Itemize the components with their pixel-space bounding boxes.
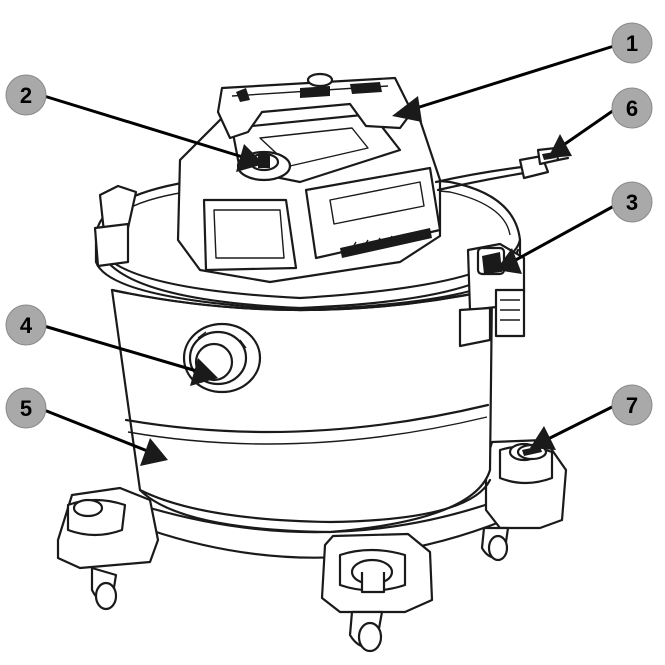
arrowhead-2: [236, 144, 264, 172]
pointer-arrows: [43, 44, 615, 466]
arrowhead-4: [190, 358, 218, 386]
arrowhead-6: [548, 134, 572, 158]
callout-label-4: 4: [20, 313, 33, 338]
badge-circle: [611, 384, 653, 426]
callout-label-6: 6: [626, 96, 638, 121]
callout-2: 2: [5, 74, 47, 116]
callout-6: 6: [611, 87, 653, 129]
badge-circle: [611, 87, 653, 129]
callout-4: 4: [5, 304, 47, 346]
callout-label-5: 5: [20, 396, 32, 421]
arrowhead-7: [530, 426, 556, 450]
callout-3: 3: [611, 181, 653, 223]
arrowhead-1: [392, 96, 422, 122]
callout-label-7: 7: [626, 393, 638, 418]
badge-circle: [611, 22, 653, 64]
callout-5: 5: [5, 387, 47, 429]
badge-circle: [5, 304, 47, 346]
callout-1: 1: [611, 22, 653, 64]
callout-label-3: 3: [626, 190, 638, 215]
carry-handle: [216, 72, 414, 140]
callout-label-1: 1: [626, 31, 638, 56]
badge-circle: [5, 387, 47, 429]
callout-7: 7: [611, 384, 653, 426]
tank-drum: [110, 288, 494, 534]
arrowhead-3: [496, 248, 522, 274]
badge-circle: [611, 181, 653, 223]
badge-circle: [5, 74, 47, 116]
callout-label-2: 2: [20, 83, 32, 108]
arrowhead-5: [140, 438, 168, 466]
